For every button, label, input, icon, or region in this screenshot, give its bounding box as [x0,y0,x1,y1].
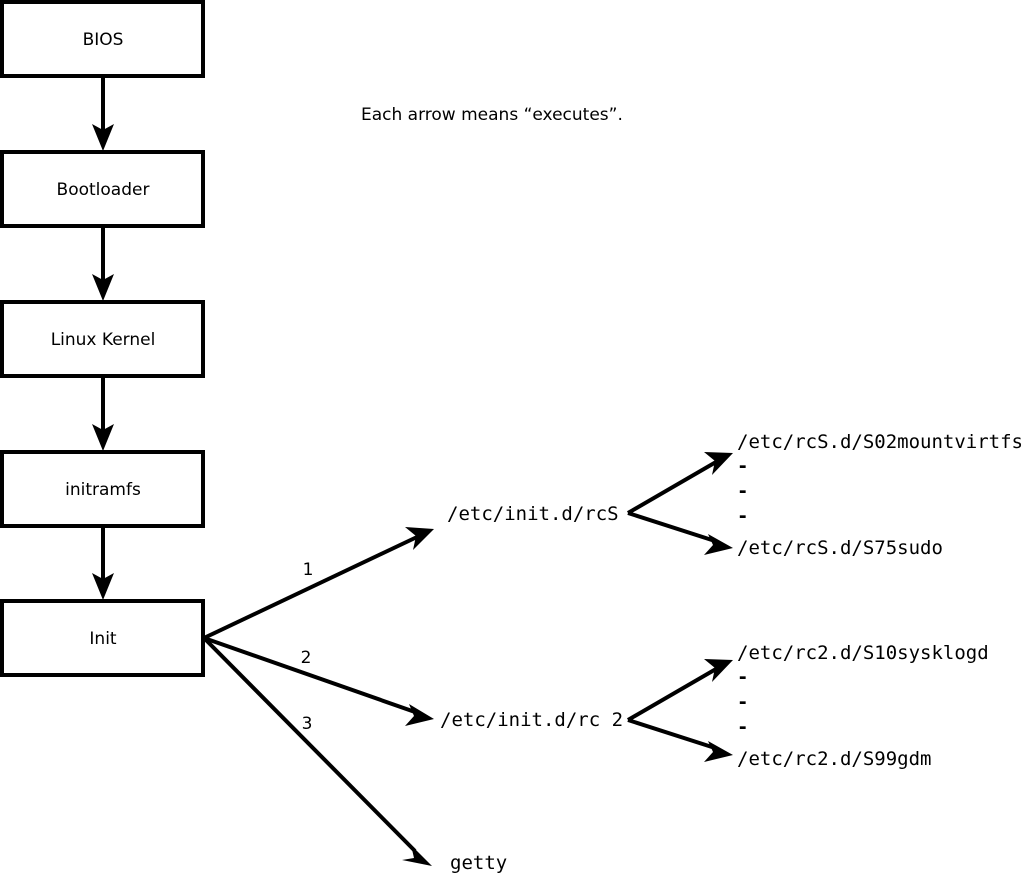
label-rcS-first: /etc/rcS.d/S02mountvirtfs [737,431,1023,453]
edge-number-1: 1 [303,560,314,580]
rc2-ellipsis-dash-2: - [737,691,748,713]
rcS-ellipsis-dash-3: - [737,505,748,527]
node-linux-kernel: Linux Kernel [0,300,205,378]
arrow-init-to-getty: 3 [202,636,432,866]
diagram-caption: Each arrow means “executes”. [361,105,623,125]
edge-number-2: 2 [301,648,312,668]
label-rc2-script: /etc/init.d/rc 2 [440,709,623,731]
arrow-bios-to-bootloader [92,76,114,151]
bios-box [0,0,205,78]
arrow-kernel-to-initramfs [92,376,114,451]
label-rcS-script: /etc/init.d/rcS [447,503,619,525]
bios-label: BIOS [83,30,124,50]
bootloader-label: Bootloader [57,180,150,200]
node-bootloader: Bootloader [0,150,205,228]
kernel-label: Linux Kernel [51,330,156,350]
init-label: Init [89,629,117,649]
arrow-initramfs-to-init [92,526,114,600]
rc2-ellipsis-dash-3: - [737,716,748,738]
node-bios: BIOS [0,0,205,78]
init-box [0,599,205,677]
initramfs-label: initramfs [65,480,141,500]
initramfs-box [0,450,205,528]
label-rc2-first: /etc/rc2.d/S10sysklogd [737,642,989,664]
arrow-bootloader-to-kernel [92,226,114,301]
label-rcS-last: /etc/rcS.d/S75sudo [737,537,943,559]
label-getty: getty [450,852,507,874]
rcS-ellipsis-dash-2: - [737,480,748,502]
arrow-init-to-rc2: 2 [203,636,434,726]
arrow-init-to-rcS: 1 [203,527,434,640]
node-init: Init [0,599,205,677]
node-initramfs: initramfs [0,450,205,528]
fanout-rcS [626,452,733,555]
rcS-ellipsis-dash-1: - [737,455,748,477]
edge-number-3: 3 [302,714,313,734]
fanout-rc2 [626,659,733,762]
rc2-ellipsis-dash-1: - [737,666,748,688]
label-rc2-last: /etc/rc2.d/S99gdm [737,748,931,770]
